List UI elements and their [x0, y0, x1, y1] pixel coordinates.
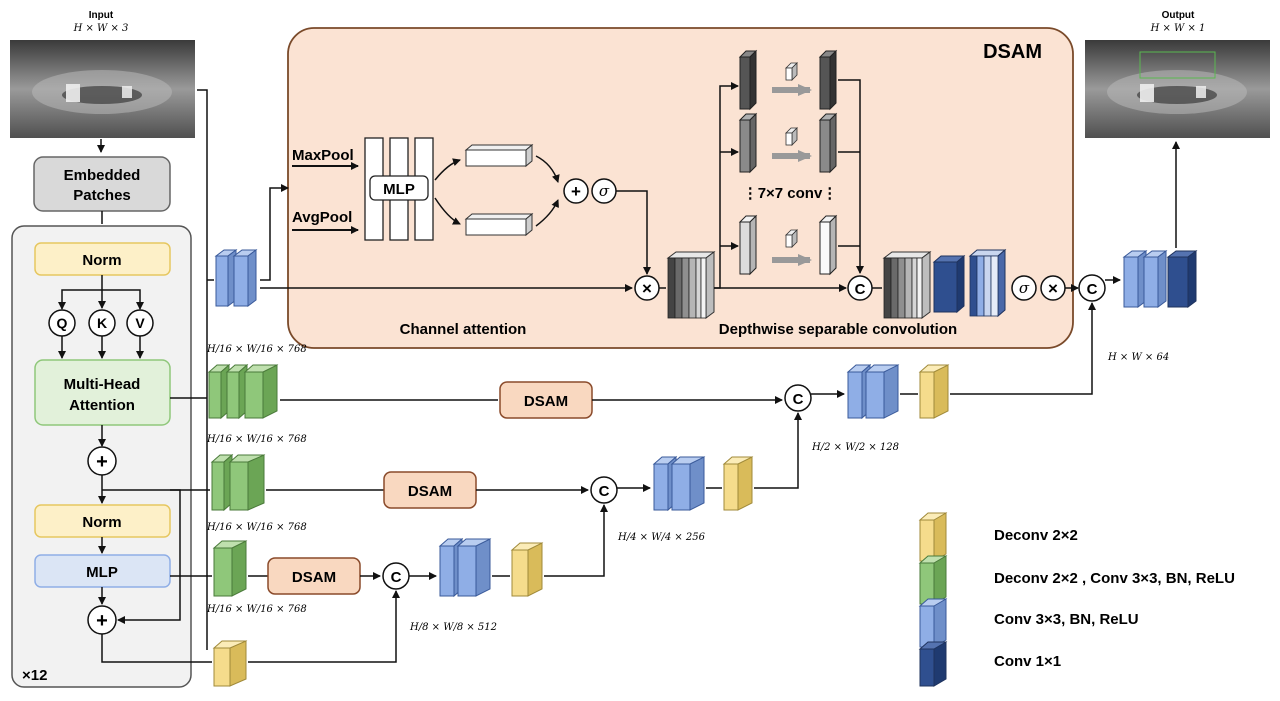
dim-s8: H/8 × W/8 × 512: [409, 622, 497, 633]
legend-conv1-label: Conv 1×1: [994, 653, 1061, 670]
dim-level4: H/16 × W/16 × 768: [206, 604, 307, 615]
concat-level2-symbol: C: [599, 483, 610, 500]
input-label: Input: [89, 10, 114, 21]
legend-conv3-label: Conv 3×3, BN, ReLU: [994, 611, 1139, 628]
residual-add-2-symbol: +: [96, 610, 108, 632]
level3-green-cube: [212, 540, 248, 597]
spatial-attention-stack: [968, 248, 1007, 318]
level1-yellow-cube: [918, 364, 950, 419]
concat-level3-symbol: C: [391, 569, 402, 586]
dsam-block-level1-label: DSAM: [524, 393, 568, 410]
q-label: Q: [57, 315, 68, 331]
output-xray-image: [1085, 40, 1270, 138]
depthwise-slice-2: [738, 112, 838, 174]
legend: Deconv 2×2 Deconv 2×2 , Conv 3×3, BN, Re…: [918, 512, 1235, 687]
dim-level2: H/16 × W/16 × 768: [206, 434, 307, 445]
level1-green-cubes: [207, 363, 279, 420]
legend-swatch-conv1: [918, 641, 948, 687]
dim-level3: H/16 × W/16 × 768: [206, 522, 307, 533]
norm-label: Norm: [82, 252, 121, 269]
dsam-add-node: [563, 178, 589, 204]
dim-level1: H/16 × W/16 × 768: [206, 344, 307, 355]
dim-s2: H/2 × W/2 × 128: [811, 442, 899, 453]
dsam-multiply-symbol: ×: [642, 279, 652, 298]
dsam-block-level2-label: DSAM: [408, 483, 452, 500]
input-dims: H × W × 3: [73, 23, 129, 34]
spatial-sigmoid-symbol: σ: [1019, 279, 1030, 297]
level3-yellow-cube: [510, 542, 544, 597]
avgpool-label: AvgPool: [292, 209, 352, 226]
mha-line2: Attention: [69, 397, 135, 414]
legend-deconv-conv-label: Deconv 2×2 , Conv 3×3, BN, ReLU: [994, 570, 1235, 587]
final-concat-symbol: C: [1087, 281, 1098, 298]
embedded-patches-line1: Embedded: [64, 167, 141, 184]
depthwise-slice-3: [738, 214, 838, 276]
dsam-input-cube: [214, 249, 258, 307]
maxpool-label: MaxPool: [292, 147, 354, 164]
maxpool-feature-bar: [464, 143, 534, 168]
level3-blue-cubes: [438, 537, 492, 598]
legend-swatch-conv3: [918, 598, 948, 648]
dsam-mlp-label: MLP: [383, 181, 415, 198]
v-label: V: [135, 315, 145, 331]
legend-swatch-deconv-conv: [918, 555, 948, 605]
head-conv-cubes: [1122, 250, 1198, 308]
input-xray-image: [10, 40, 195, 138]
dsam-block-level3-label: DSAM: [292, 569, 336, 586]
mha-line1: Multi-Head: [64, 376, 141, 393]
residual-add-1-symbol: +: [96, 451, 108, 473]
concat-feature-stack: [882, 251, 932, 319]
depthwise-label: Depthwise separable convolution: [719, 321, 957, 338]
output-label: Output: [1162, 10, 1195, 21]
channel-attention-label: Channel attention: [400, 321, 527, 338]
concat-level2: [590, 476, 618, 504]
spatial-sigmoid-node: [1011, 275, 1037, 301]
mlp-label: MLP: [86, 564, 118, 581]
depthwise-slice-1: [738, 49, 838, 111]
attended-feature-stack: [666, 251, 716, 319]
embedded-patches-line2: Patches: [73, 187, 131, 204]
dsam-add-symbol: +: [571, 182, 581, 201]
legend-deconv-label: Deconv 2×2: [994, 527, 1078, 544]
repeat-label: ×12: [22, 667, 47, 684]
legend-swatch-deconv: [918, 512, 948, 562]
level2-yellow-cube: [722, 456, 754, 511]
pointwise-conv-cube: [932, 254, 966, 314]
final-concat-node: [1078, 274, 1106, 302]
avgpool-feature-bar: [464, 212, 534, 237]
dsam-mlp: [364, 137, 434, 241]
level4-yellow-cube: [212, 640, 248, 687]
spatial-multiply-symbol: ×: [1048, 279, 1058, 298]
concat-level1-symbol: C: [793, 391, 804, 408]
dim-s4: H/4 × W/4 × 256: [617, 532, 706, 543]
dim-full: H × W × 64: [1107, 352, 1169, 363]
dsam-concat-symbol: C: [855, 281, 866, 298]
level1-blue-cubes: [846, 363, 900, 420]
concat-level1: [784, 384, 812, 412]
dsam-title: DSAM: [983, 41, 1042, 63]
conv7-label: ⋮7×7 conv⋮: [743, 185, 838, 202]
level2-blue-cubes: [652, 455, 706, 512]
output-dims: H × W × 1: [1150, 23, 1206, 34]
k-label: K: [97, 315, 107, 331]
norm2-label: Norm: [82, 514, 121, 531]
dsam-sigmoid-symbol: σ: [599, 182, 610, 200]
level2-green-cubes: [210, 453, 266, 512]
